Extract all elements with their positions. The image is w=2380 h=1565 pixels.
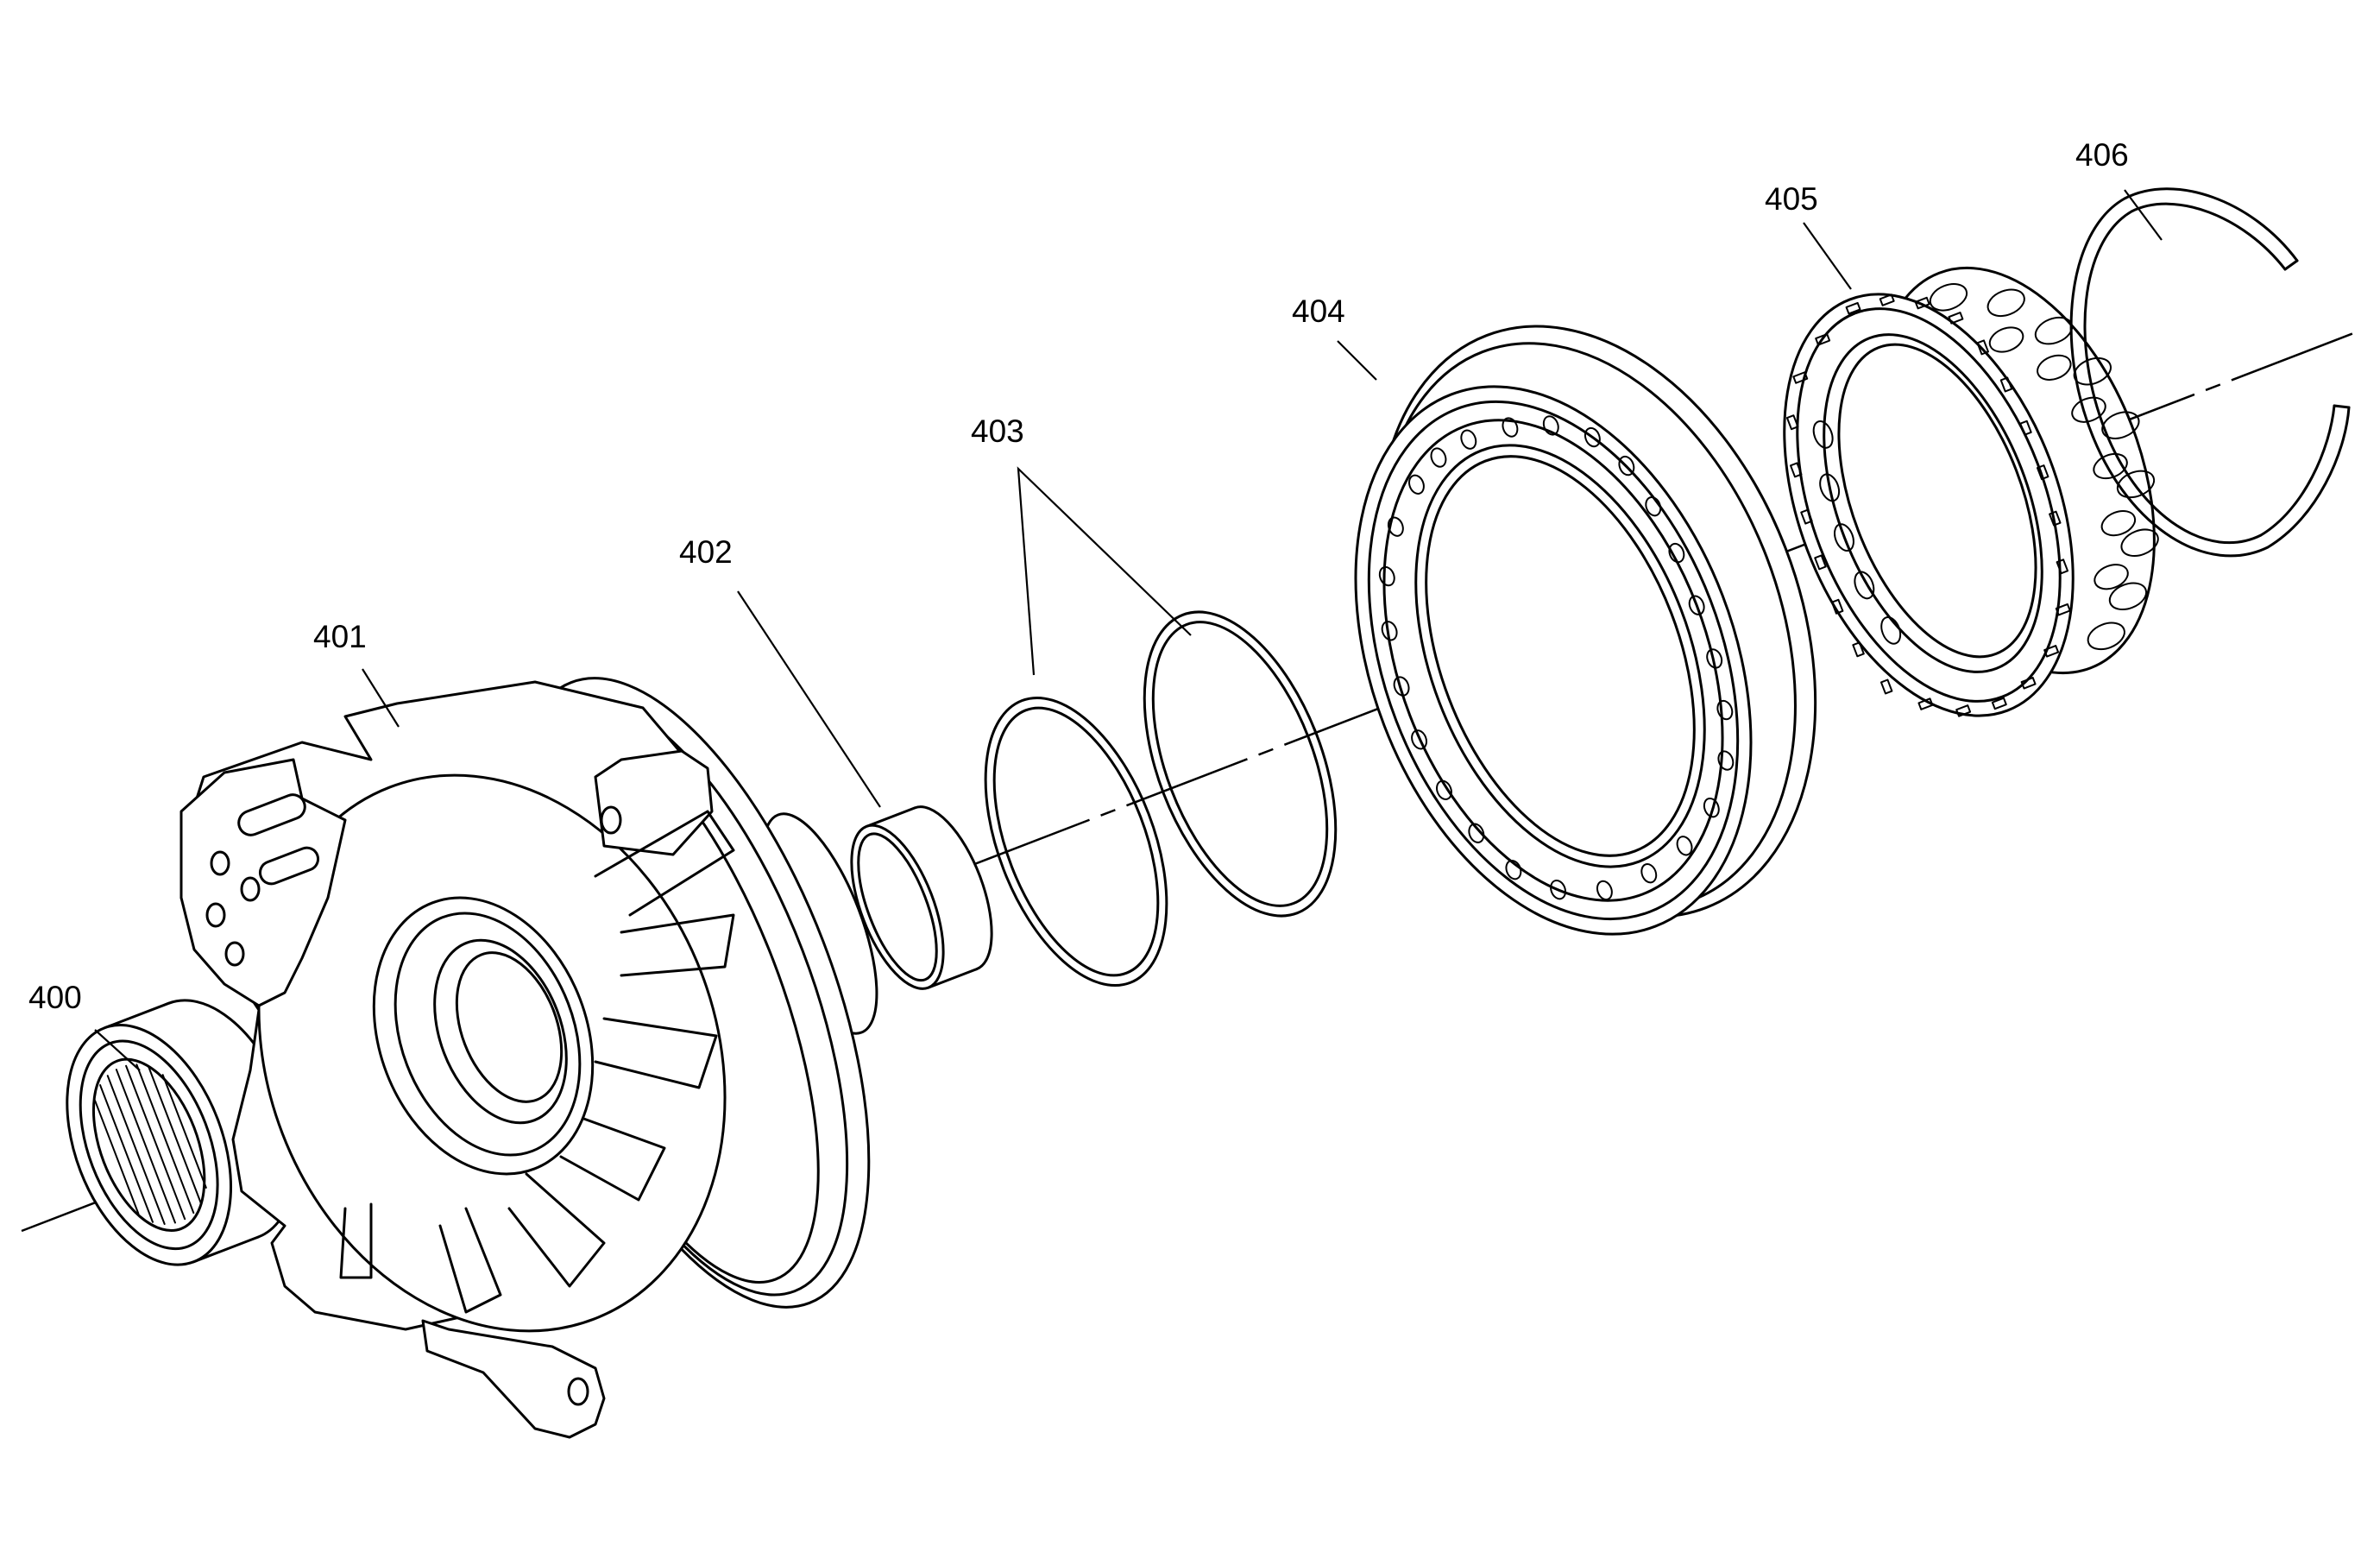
part-406-snap-ring [2069, 187, 2351, 558]
leader-402 [737, 590, 881, 808]
part-403-seal-rings [984, 610, 1338, 988]
callout-402: 402 [679, 534, 733, 570]
callout-405: 405 [1765, 181, 1818, 217]
part-404-piston-ring [1354, 325, 1817, 936]
leader-404 [1337, 340, 1377, 381]
callout-400: 400 [28, 980, 82, 1015]
part-402-sleeve [850, 805, 993, 990]
part-405-roller-clutch [1783, 266, 2159, 717]
callout-404: 404 [1292, 293, 1345, 329]
part-401-housing [179, 677, 878, 1439]
leader-401 [362, 668, 400, 728]
leader-405 [1803, 222, 1852, 290]
leader-400 [94, 1029, 141, 1071]
callout-406: 406 [2075, 137, 2129, 173]
callout-403: 403 [971, 413, 1024, 449]
leader-406 [2124, 189, 2163, 241]
leader-403 [1017, 466, 1192, 676]
callout-401: 401 [313, 619, 367, 654]
callout-leaders [94, 189, 2163, 1071]
